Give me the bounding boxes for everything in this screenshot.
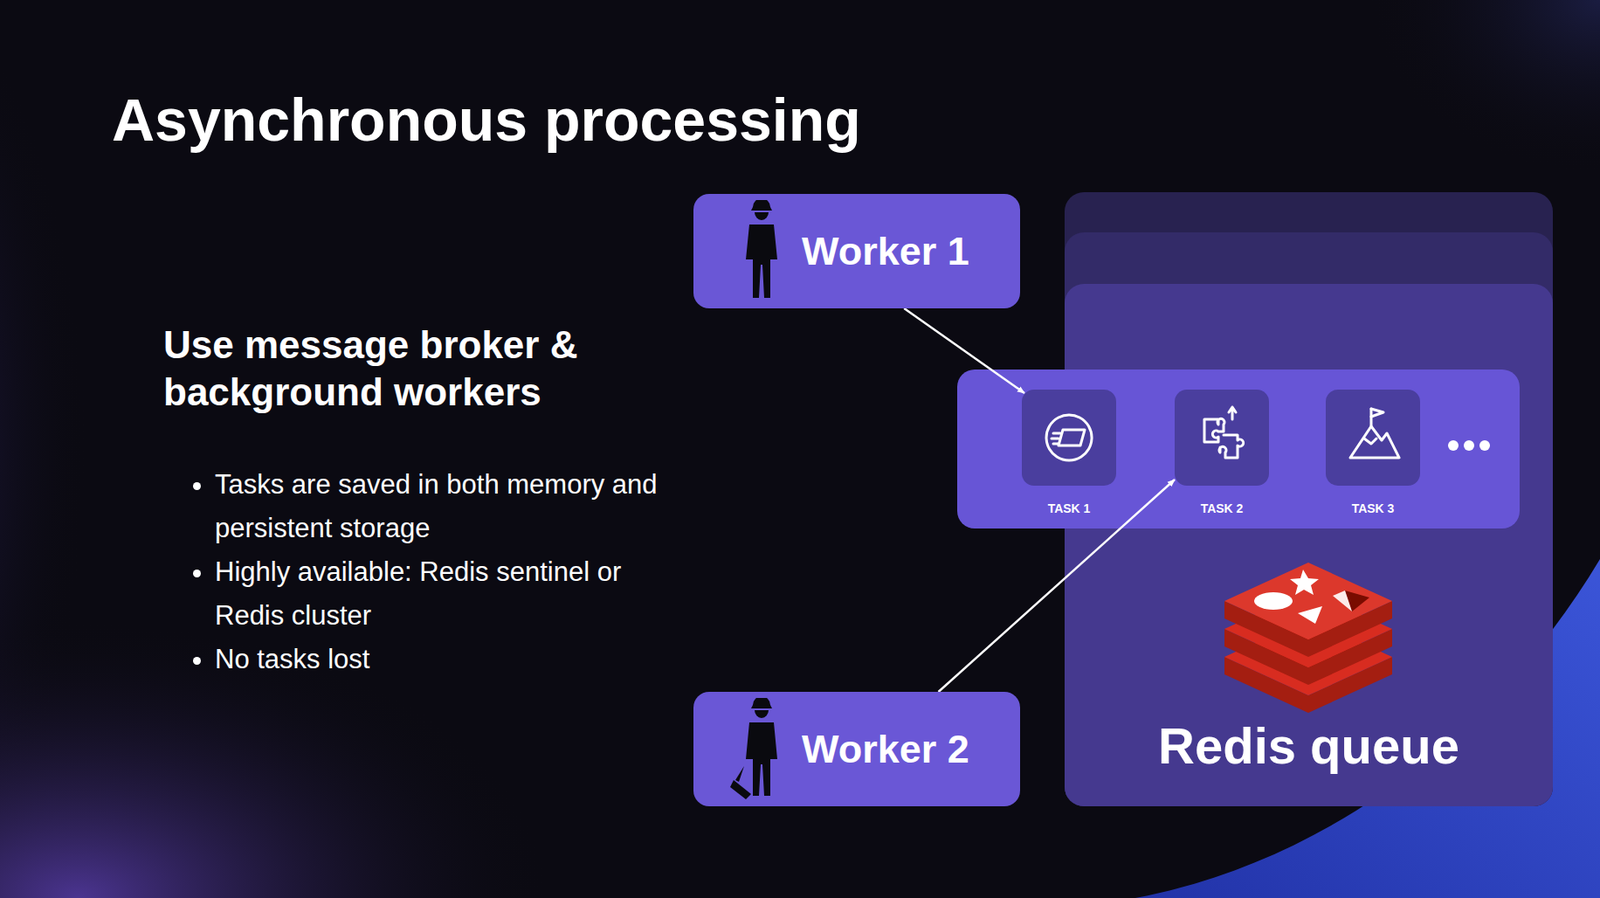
task-label: TASK 1: [1021, 501, 1117, 516]
task-label: TASK 3: [1325, 501, 1421, 516]
worker-name: Worker 2: [801, 726, 991, 773]
worker-figure: [726, 200, 780, 304]
bullet-text: No tasks lost: [214, 637, 687, 682]
arrow-connector: [938, 479, 1176, 692]
slide-title: Asynchronous processing: [111, 85, 862, 154]
subheading: Use message broker & background workers: [163, 321, 688, 416]
task-icon: [1325, 389, 1421, 486]
worker-box: Worker 2: [693, 691, 1021, 807]
task-square: [1325, 389, 1421, 486]
glow: [0, 436, 787, 898]
task-tile: TASK 2: [1174, 389, 1269, 516]
task-label: TASK 2: [1174, 501, 1269, 516]
task-icon: [1021, 389, 1117, 486]
task-square: [1174, 389, 1269, 486]
task-strip: [957, 369, 1520, 529]
queue-panel: [1064, 283, 1553, 807]
queue-panel: Redis queue: [1064, 283, 1553, 807]
bullet-list: Tasks are saved in both memory and persi…: [193, 462, 687, 682]
bullet-text: Tasks are saved in both memory and persi…: [214, 462, 687, 551]
worker-name: Worker 1: [801, 228, 991, 275]
worker-box: Worker 1: [693, 193, 1021, 309]
task-square: [1021, 389, 1117, 486]
worker-figure: [726, 697, 780, 801]
task-tile: TASK 1: [1021, 389, 1117, 516]
queue-name: Redis queue: [1158, 716, 1460, 807]
redis-logo: [1224, 562, 1393, 713]
more-dots: [1448, 440, 1490, 451]
task-tile: TASK 3: [1325, 389, 1421, 516]
task-icon: [1174, 389, 1269, 486]
bullet-text: Highly available: Redis sentinel or Redi…: [214, 550, 687, 638]
arrow-connector: [903, 308, 1025, 394]
